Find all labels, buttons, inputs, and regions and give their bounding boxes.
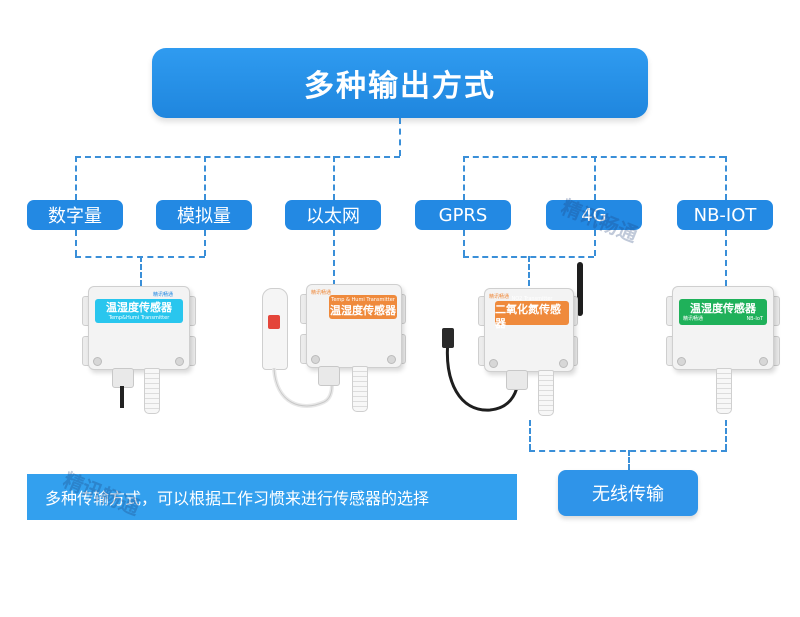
bottom-note-bar: 多种传输方式，可以根据工作习惯来进行传感器的选择 xyxy=(27,474,517,520)
device-1-cable-gland xyxy=(112,368,134,388)
drop-device-3 xyxy=(528,256,530,286)
trunk-line xyxy=(399,118,401,156)
device-1-probe xyxy=(144,368,160,414)
device-1: 精讯畅通 温湿度传感器 Temp&Humi Transmitter xyxy=(82,286,198,416)
diagram-title: 多种输出方式 xyxy=(304,69,496,104)
branch-ethernet xyxy=(333,156,335,200)
branch-4g xyxy=(594,156,596,200)
branch-gprs xyxy=(463,156,465,200)
device-2-external-probe xyxy=(262,288,288,370)
device-3-body: 精讯畅通 NO2 Transmitter 二氧化氮传感器 xyxy=(484,288,574,372)
tag-digital: 数字量 xyxy=(27,200,123,230)
drop-gprs xyxy=(463,230,465,256)
banner-dot-right xyxy=(615,30,625,40)
device-3-brand: 精讯畅通 xyxy=(489,294,510,300)
bottom-note: 多种传输方式，可以根据工作习惯来进行传感器的选择 xyxy=(45,489,430,508)
branch-analog xyxy=(204,156,206,200)
device-2: 精讯畅通 Temp & Humi Transmitter 温湿度传感器 xyxy=(262,284,407,419)
drop-ethernet xyxy=(333,230,335,286)
device-1-brand: 精讯畅通 xyxy=(153,292,174,298)
wireless-drop-right xyxy=(725,420,727,450)
banner-dot-left xyxy=(177,30,187,40)
wireless-label: 无线传输 xyxy=(592,484,664,505)
branch-nbiot xyxy=(725,156,727,200)
drop-analog xyxy=(204,230,206,256)
wireless-stem xyxy=(628,450,630,470)
tag-4g: 4G xyxy=(546,200,642,230)
tag-ethernet: 以太网 xyxy=(285,200,381,230)
drop-4g xyxy=(594,230,596,256)
wireless-drop-left xyxy=(529,420,531,450)
device-2-body: 精讯畅通 Temp & Humi Transmitter 温湿度传感器 xyxy=(306,284,402,368)
device-3-antenna xyxy=(577,262,583,316)
drop-device-1 xyxy=(140,256,142,286)
device-1-faceplate: 温湿度传感器 Temp&Humi Transmitter xyxy=(95,299,183,323)
wireless-transmission-box: 无线传输 xyxy=(558,470,698,516)
device-4-probe xyxy=(716,368,732,414)
device-3-faceplate: NO2 Transmitter 二氧化氮传感器 xyxy=(495,296,569,330)
drop-digital xyxy=(75,230,77,256)
device-1-cable xyxy=(120,386,124,408)
branch-digital xyxy=(75,156,77,200)
device-2-probe xyxy=(352,366,368,412)
tag-nbiot: NB-IOT xyxy=(677,200,773,230)
device-1-body: 精讯畅通 温湿度传感器 Temp&Humi Transmitter xyxy=(88,286,190,370)
title-banner: 多种输出方式 xyxy=(152,48,648,118)
connector-left xyxy=(75,156,400,158)
device-3-cable-gland xyxy=(506,370,528,390)
tag-analog: 模拟量 xyxy=(156,200,252,230)
drop-nbiot xyxy=(725,230,727,286)
device-2-cable-gland xyxy=(318,366,340,386)
tag-gprs: GPRS xyxy=(415,200,511,230)
device-2-faceplate: Temp & Humi Transmitter 温湿度传感器 xyxy=(329,295,397,319)
device-2-brand: 精讯畅通 xyxy=(311,290,332,296)
device-3: 精讯畅通 NO2 Transmitter 二氧化氮传感器 xyxy=(440,262,600,420)
device-3-probe xyxy=(538,370,554,416)
device-3-connector xyxy=(442,328,454,348)
